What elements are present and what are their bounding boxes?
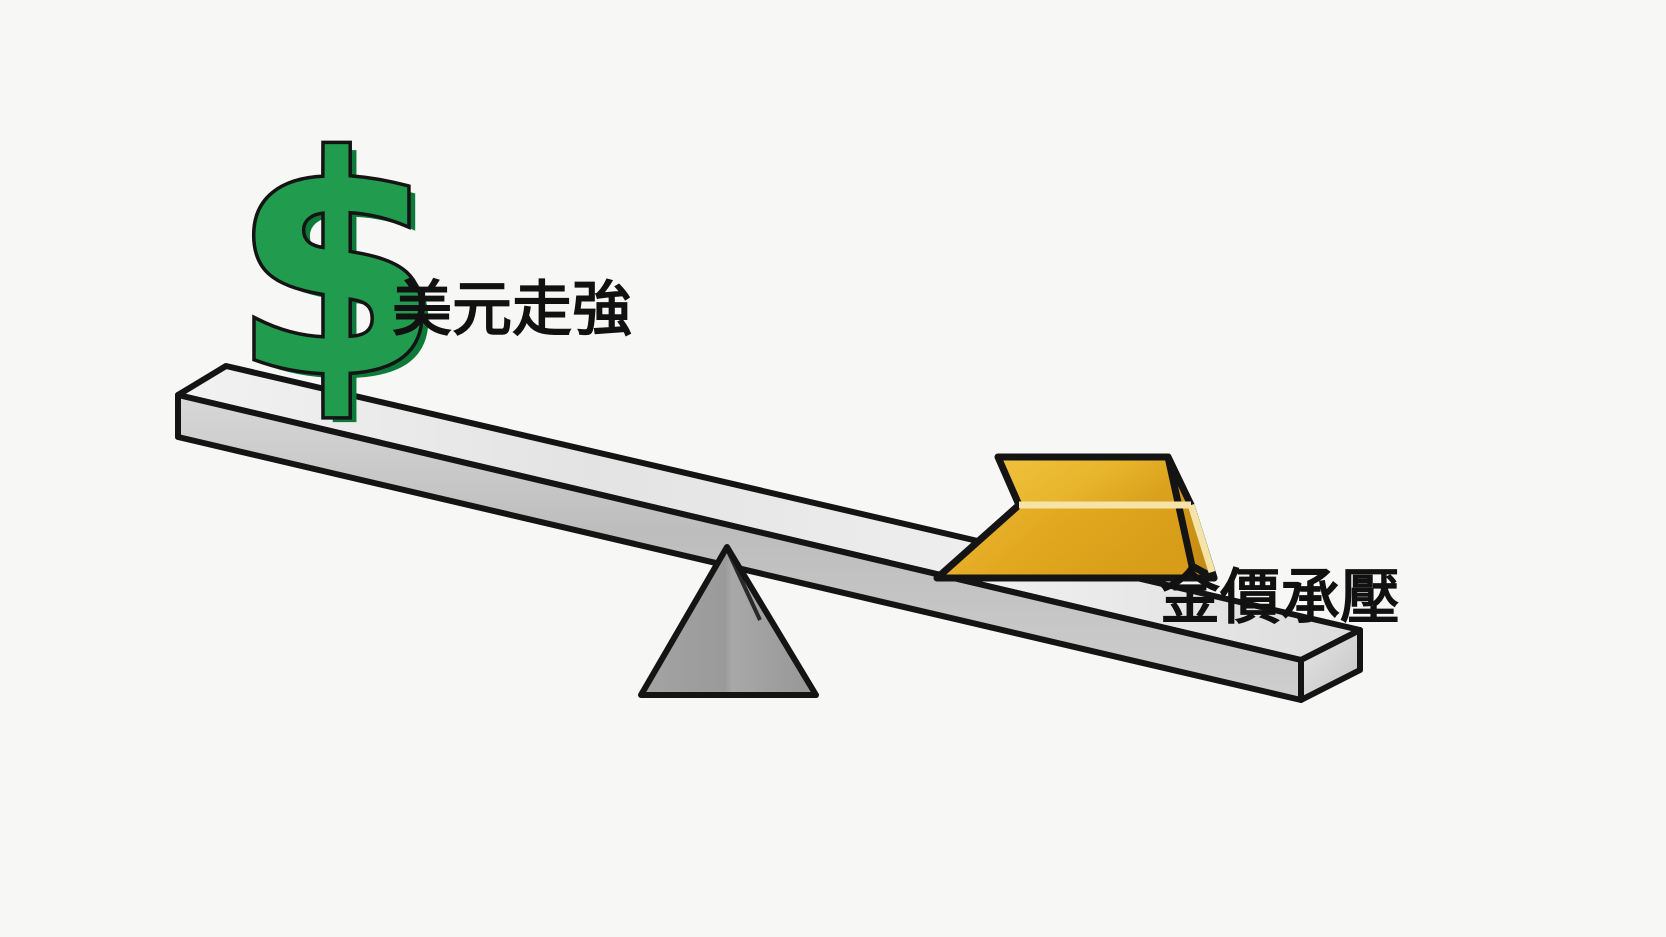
fulcrum-crease: [725, 548, 762, 621]
dollar-sign-icon: $ $: [229, 91, 449, 450]
dollar-sign-shadow: $: [240, 100, 449, 449]
gold-bar-top-face: [994, 453, 1195, 509]
label-gold-pressure: 金價承壓: [1160, 563, 1400, 633]
beam-right-end-face: [1298, 627, 1363, 703]
label-dollar-strength: 美元走強: [392, 275, 632, 345]
gold-bar-corner-highlight: [1187, 503, 1216, 574]
dollar-sign-glyph: $: [232, 94, 441, 443]
fulcrum-body: [638, 544, 819, 698]
gold-ingot: [933, 453, 1218, 582]
fulcrum-triangle: [638, 544, 819, 698]
